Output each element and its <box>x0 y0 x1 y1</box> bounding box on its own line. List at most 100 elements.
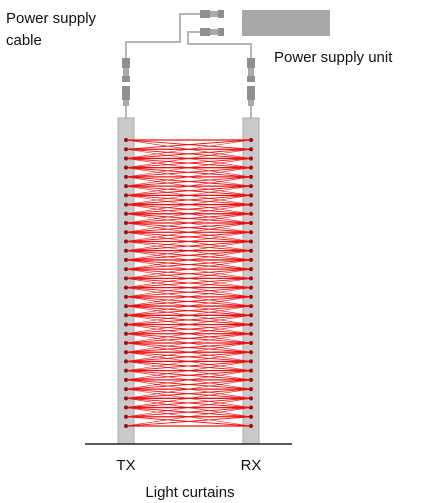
light-beam <box>125 213 252 233</box>
light-beam <box>125 139 252 150</box>
light-beam <box>125 148 252 168</box>
tx-emitter-dot <box>124 359 128 364</box>
light-beam <box>125 222 252 242</box>
tx-emitter-dot <box>124 239 128 244</box>
power-supply-cable-tx <box>125 13 200 58</box>
tx-emitter-dot <box>124 285 128 290</box>
light-beam <box>125 296 252 307</box>
light-beam <box>125 314 252 325</box>
tx-emitter-dot <box>124 396 128 401</box>
tx-emitter-dot <box>124 230 128 235</box>
light-beam <box>125 185 252 205</box>
tx-emitter-dot <box>124 174 128 179</box>
psu-connector-upper <box>200 10 224 18</box>
tx-emitter-dot <box>124 313 128 318</box>
rx-receiver-dot <box>249 350 253 355</box>
tx-emitter-dot <box>124 340 128 345</box>
light-beam <box>125 259 252 279</box>
light-beam <box>125 379 252 390</box>
tx-emitter-dot <box>124 294 128 299</box>
light-beam <box>125 379 252 399</box>
light-beam <box>125 324 252 344</box>
light-beam <box>125 231 252 242</box>
light-beam <box>125 407 252 418</box>
light-beam <box>125 351 252 371</box>
light-beam <box>125 185 252 196</box>
light-beam <box>125 278 252 298</box>
rx-receiver-dot <box>249 359 253 364</box>
rx-receiver-dot <box>249 285 253 290</box>
rx-receiver-dot <box>249 174 253 179</box>
rx-receiver-dot <box>249 377 253 382</box>
tx-emitter-dot <box>124 368 128 373</box>
tx-emitter-dot <box>124 276 128 281</box>
light-beam <box>125 342 252 353</box>
light-beam <box>125 176 252 187</box>
power-supply-cables <box>125 13 252 58</box>
light-beam <box>125 296 252 316</box>
light-beam <box>125 333 252 353</box>
light-beam <box>125 333 252 344</box>
light-beam <box>125 388 252 399</box>
rx-receiver-dot <box>249 304 253 309</box>
rx-label: RX <box>241 457 262 474</box>
light-beam <box>125 204 252 224</box>
light-beam <box>125 250 252 270</box>
rx-receiver-dot <box>249 322 253 327</box>
tx-emitter-dot <box>124 193 128 198</box>
tx-emitter-dot <box>124 377 128 382</box>
light-beam <box>125 342 252 362</box>
tx-emitter-dot <box>124 184 128 189</box>
tx-emitter-dot <box>124 248 128 253</box>
light-beam <box>125 361 252 381</box>
rx-receiver-dot <box>249 193 253 198</box>
tx-cable-connectors <box>122 58 130 118</box>
power-supply-cable-rx <box>187 31 252 58</box>
tx-emitter-dot <box>124 147 128 152</box>
tx-emitter-dot <box>124 387 128 392</box>
rx-receiver-dot <box>249 387 253 392</box>
tx-emitter-dot <box>124 322 128 327</box>
rx-receiver-dot <box>249 230 253 235</box>
tx-emitter-dot <box>124 211 128 216</box>
rx-receiver-dot <box>249 276 253 281</box>
tx-emitter-dot <box>124 304 128 309</box>
rx-cable-connectors <box>247 58 255 118</box>
light-beam <box>125 250 252 261</box>
light-beam <box>125 287 252 307</box>
rx-receiver-dot <box>249 368 253 373</box>
light-beam <box>125 167 252 178</box>
tx-label: TX <box>116 457 135 474</box>
rx-receiver-dot <box>249 165 253 170</box>
rx-receiver-dot <box>249 424 253 428</box>
light-beam <box>125 241 252 261</box>
rx-receiver-dot <box>249 248 253 253</box>
tx-emitter-dot <box>124 414 128 419</box>
rx-receiver-dot <box>249 396 253 401</box>
light-beam <box>125 397 252 408</box>
light-beam <box>125 222 252 233</box>
power-supply-cable-label: Power supply cable <box>6 10 100 49</box>
light-beam <box>125 158 252 178</box>
rx-receiver-dot <box>249 405 253 410</box>
light-beam <box>125 213 252 224</box>
light-beam <box>125 398 252 418</box>
light-beam <box>125 139 252 159</box>
psu-connector-lower <box>200 28 224 36</box>
light-beam <box>125 195 252 215</box>
power-supply-unit <box>242 10 330 36</box>
rx-receiver-dot <box>249 414 253 419</box>
rx-receiver-dot <box>249 294 253 299</box>
beam-emitters <box>124 138 253 428</box>
rx-receiver-dot <box>249 257 253 262</box>
tx-emitter-dot <box>124 165 128 170</box>
rx-receiver-dot <box>249 331 253 336</box>
rx-receiver-dot <box>249 239 253 244</box>
light-beam <box>125 351 252 362</box>
rx-receiver-dot <box>249 340 253 345</box>
light-beam <box>125 268 252 279</box>
tx-emitter-dot <box>124 221 128 226</box>
rx-receiver-dot <box>249 267 253 272</box>
light-beam <box>125 259 252 270</box>
